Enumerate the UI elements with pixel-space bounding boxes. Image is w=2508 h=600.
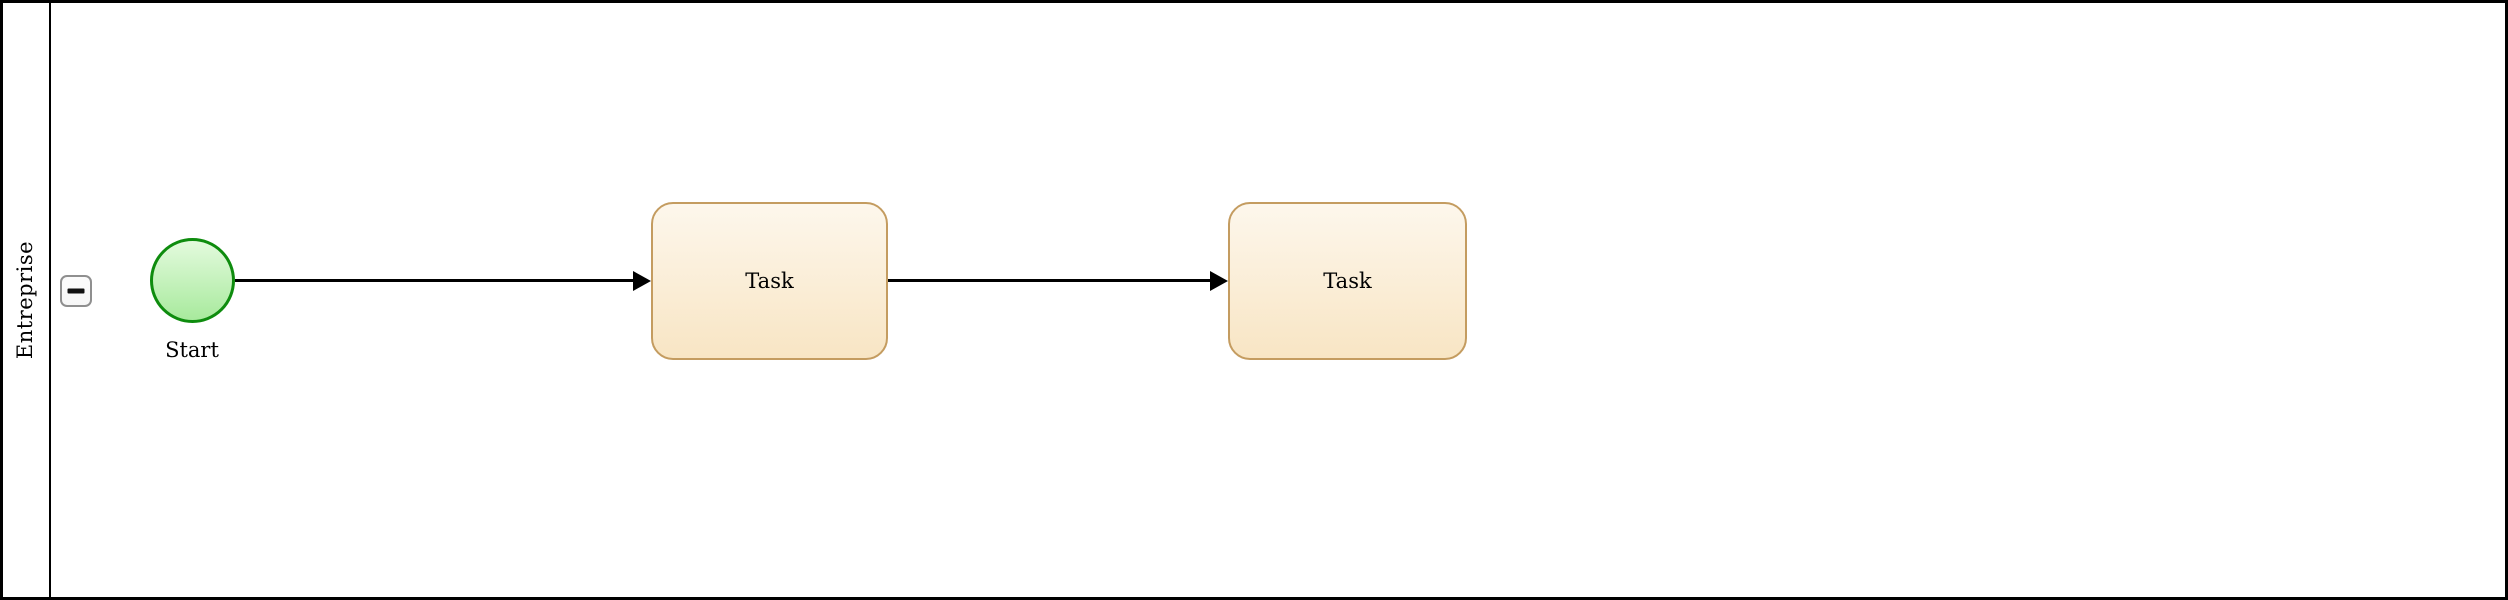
arrowhead-icon <box>1210 271 1228 291</box>
start-event-circle[interactable] <box>150 238 235 323</box>
task-node-1[interactable]: Task <box>651 202 888 360</box>
pool-collapse-button[interactable] <box>60 275 92 307</box>
task-node-2[interactable]: Task <box>1228 202 1467 360</box>
edge-task1-to-task2[interactable] <box>888 279 1210 282</box>
pool-label: Entreprise <box>12 240 37 360</box>
task-2-label: Task <box>1323 269 1372 293</box>
pool-title-strip[interactable]: Entreprise <box>0 0 51 600</box>
edge-start-to-task1[interactable] <box>235 279 633 282</box>
arrowhead-icon <box>633 271 651 291</box>
start-event-label: Start <box>165 338 219 362</box>
task-1-label: Task <box>745 269 794 293</box>
minus-icon <box>67 288 85 294</box>
